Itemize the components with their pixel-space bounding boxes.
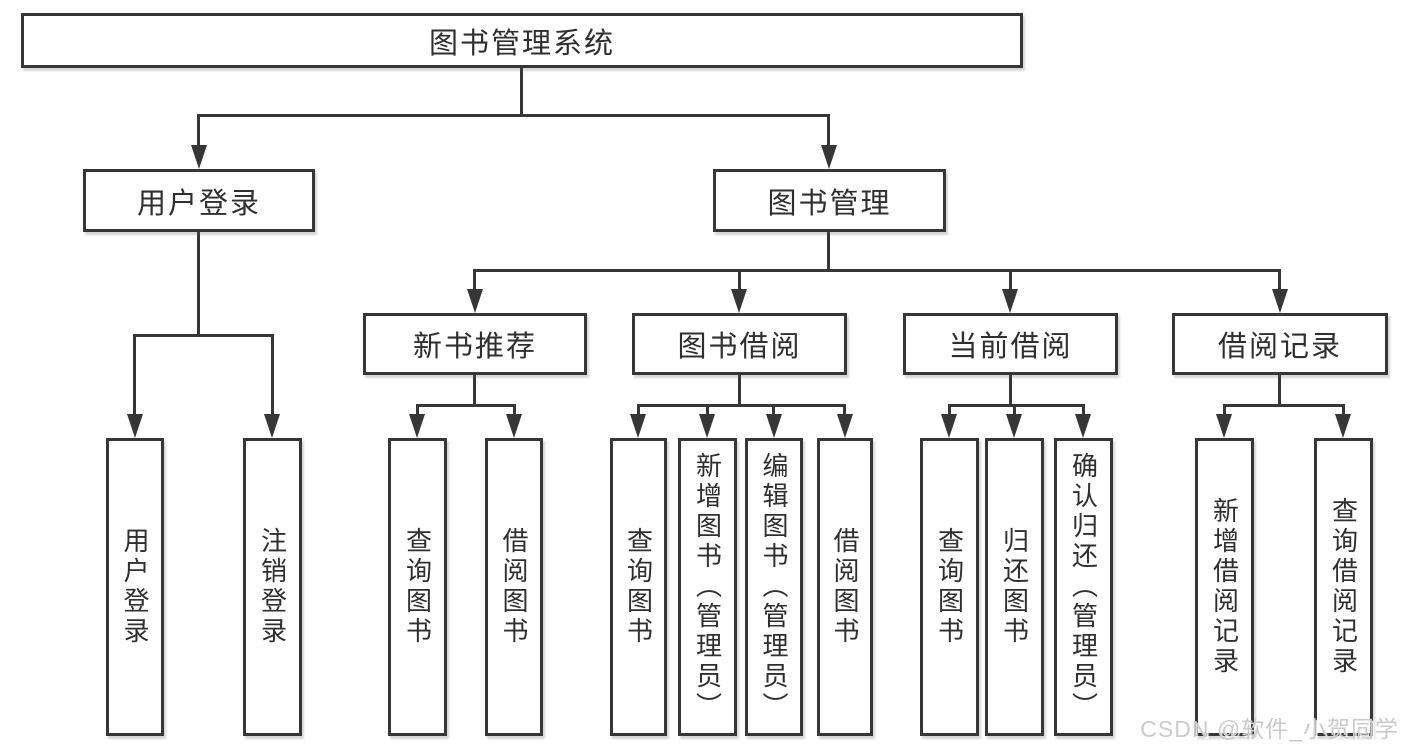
arrowhead-down-icon — [127, 414, 143, 438]
connector-line — [738, 373, 741, 406]
node-borrow-records: 借阅记录 — [1172, 313, 1388, 375]
connector-line — [133, 334, 274, 337]
leaf-nb-borrow-books: 借阅图书 — [485, 438, 543, 736]
arrowhead-down-icon — [1335, 414, 1351, 438]
leaf-cb-return-books-label: 归还图书 — [999, 527, 1030, 647]
connector-line — [473, 373, 476, 406]
leaf-bb-edit-books-admin-label: 编辑图书（管理员） — [759, 452, 789, 722]
connector-line — [473, 269, 476, 293]
arrowhead-down-icon — [264, 414, 280, 438]
connector-line — [1223, 404, 1345, 407]
connector-line — [133, 334, 136, 418]
connector-line — [1278, 269, 1281, 293]
connector-line — [513, 404, 516, 418]
leaf-cb-return-books: 归还图书 — [985, 438, 1044, 736]
leaf-br-query-record-label: 查询借阅记录 — [1328, 497, 1359, 677]
leaf-cb-confirm-return-admin-label: 确认归还（管理员） — [1068, 452, 1099, 722]
connector-line — [772, 404, 775, 418]
arrowhead-down-icon — [409, 414, 425, 438]
arrowhead-down-icon — [1272, 289, 1288, 313]
leaf-br-add-record: 新增借阅记录 — [1195, 438, 1254, 736]
arrowhead-down-icon — [941, 414, 957, 438]
arrowhead-down-icon — [731, 289, 747, 313]
arrowhead-down-icon — [1075, 414, 1091, 438]
arrowhead-down-icon — [699, 414, 715, 438]
leaf-bb-add-books-admin-label: 新增图书（管理员） — [692, 452, 723, 722]
node-book-management-label: 图书管理 — [767, 187, 892, 220]
node-root: 图书管理系统 — [21, 13, 1023, 68]
connector-line — [1013, 404, 1016, 418]
connector-line — [197, 114, 830, 117]
leaf-bb-borrow-books: 借阅图书 — [817, 438, 873, 736]
leaf-cb-query-books-label: 查询图书 — [934, 527, 965, 647]
connector-line — [1342, 404, 1345, 418]
connector-line — [827, 232, 830, 272]
arrowhead-down-icon — [1002, 289, 1018, 313]
leaf-bb-query-books-label: 查询图书 — [623, 527, 654, 647]
node-current-borrow-label: 当前借阅 — [948, 331, 1073, 363]
connector-line — [948, 404, 1085, 407]
connector-line — [520, 68, 523, 117]
connector-line — [197, 114, 200, 148]
connector-line — [416, 404, 516, 407]
node-root-label: 图书管理系统 — [428, 27, 615, 60]
connector-line — [473, 269, 1281, 272]
node-user-login: 用户登录 — [83, 169, 315, 232]
arrowhead-down-icon — [467, 289, 483, 313]
connector-line — [738, 269, 741, 293]
leaf-bb-add-books-admin: 新增图书（管理员） — [678, 438, 737, 736]
connector-line — [637, 404, 846, 407]
connector-line — [271, 334, 274, 418]
leaf-bb-edit-books-admin: 编辑图书（管理员） — [745, 438, 803, 736]
leaf-user-login-label: 用户登录 — [120, 527, 150, 647]
arrowhead-down-icon — [821, 145, 837, 169]
node-new-book-recommend: 新书推荐 — [363, 313, 587, 375]
connector-line — [827, 114, 830, 148]
leaf-user-login: 用户登录 — [106, 438, 164, 736]
arrowhead-down-icon — [630, 414, 646, 438]
leaf-logout-label: 注销登录 — [257, 527, 288, 647]
leaf-logout: 注销登录 — [243, 438, 302, 736]
connector-line — [1278, 373, 1281, 406]
csdn-watermark: CSDN @软件_小贺同学 — [1140, 716, 1399, 742]
node-book-management: 图书管理 — [713, 169, 946, 232]
node-new-book-recommend-label: 新书推荐 — [412, 331, 537, 363]
node-borrow-records-label: 借阅记录 — [1217, 331, 1342, 363]
leaf-cb-query-books: 查询图书 — [920, 438, 979, 736]
connector-line — [1009, 373, 1012, 406]
arrowhead-down-icon — [1006, 414, 1022, 438]
node-user-login-label: 用户登录 — [136, 187, 261, 220]
leaf-cb-confirm-return-admin: 确认归还（管理员） — [1054, 438, 1113, 736]
leaf-br-add-record-label: 新增借阅记录 — [1209, 497, 1240, 677]
connector-line — [1009, 269, 1012, 293]
leaf-nb-query-books-label: 查询图书 — [402, 527, 433, 647]
connector-line — [1082, 404, 1085, 418]
connector-line — [843, 404, 846, 418]
node-book-borrow-label: 图书借阅 — [677, 331, 802, 363]
arrowhead-down-icon — [766, 414, 782, 438]
connector-line — [948, 404, 951, 418]
leaf-br-query-record: 查询借阅记录 — [1314, 438, 1373, 736]
node-book-borrow: 图书借阅 — [632, 313, 847, 375]
leaf-nb-query-books: 查询图书 — [388, 438, 447, 736]
arrowhead-down-icon — [506, 414, 522, 438]
arrowhead-down-icon — [837, 414, 853, 438]
arrowhead-down-icon — [1216, 414, 1232, 438]
leaf-bb-borrow-books-label: 借阅图书 — [830, 527, 860, 647]
connector-line — [706, 404, 709, 418]
connector-line — [416, 404, 419, 418]
connector-line — [637, 404, 640, 418]
node-current-borrow: 当前借阅 — [903, 313, 1118, 375]
leaf-bb-query-books: 查询图书 — [610, 438, 667, 736]
leaf-nb-borrow-books-label: 借阅图书 — [499, 527, 529, 647]
connector-line — [1223, 404, 1226, 418]
connector-line — [197, 232, 200, 336]
arrowhead-down-icon — [191, 145, 207, 169]
